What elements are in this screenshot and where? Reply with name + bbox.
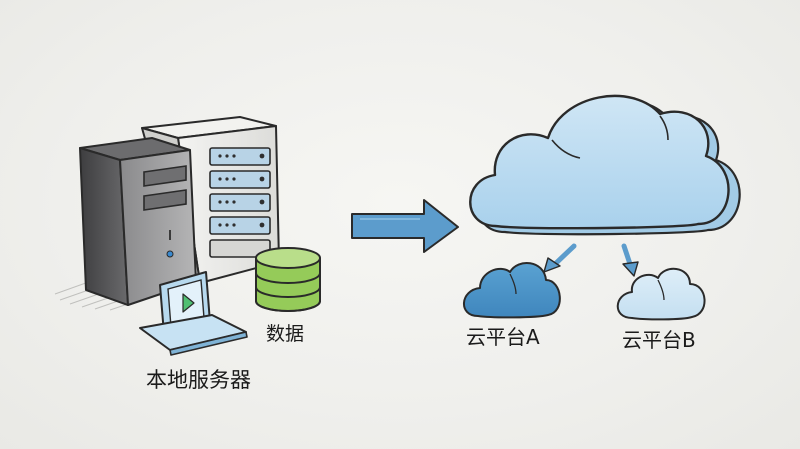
arrow-to-cloud-a-icon: [543, 243, 577, 273]
cloud-icon: [469, 94, 741, 236]
arrow-to-cloud-b-icon: [621, 243, 639, 277]
cloud-a-label: 云平台A: [466, 325, 540, 349]
cloud-b-label: 云平台B: [622, 328, 696, 352]
cloud-a-icon: [463, 262, 561, 319]
server-tower-icon: [79, 137, 197, 306]
arrow-right-icon: [351, 199, 459, 253]
local-server-label: 本地服务器: [146, 368, 251, 392]
laptop-icon: [139, 271, 248, 356]
database-icon: [255, 247, 321, 312]
cloud-b-icon: [616, 268, 706, 321]
data-label: 数据: [266, 323, 305, 345]
